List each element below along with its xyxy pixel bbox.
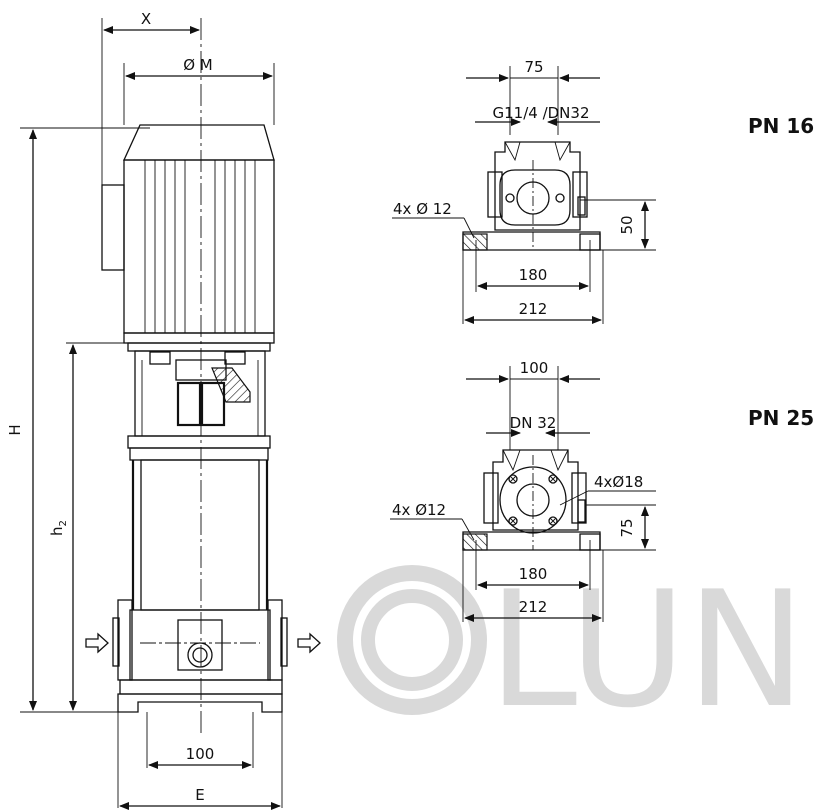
middle-plate (127, 435, 271, 449)
pn16-port-right (572, 171, 588, 218)
pn25-180-label: 180 (519, 565, 548, 583)
pump-foot (117, 693, 283, 713)
m-dimension-label: Ø M (183, 56, 213, 74)
pn16-holes-label: 4x Ø 12 (393, 200, 452, 218)
e-dimension-label: E (195, 786, 204, 804)
inlet-arrow-icon (85, 632, 109, 654)
motor-cap (122, 124, 275, 161)
motor-flange (123, 332, 275, 344)
motor-body (123, 159, 275, 334)
pn25-holes-leader-tip (461, 518, 475, 541)
pn25-75-label: 75 (618, 518, 636, 537)
pn16-oval-flange (499, 169, 571, 226)
x-dimension-label: X (141, 10, 151, 28)
watermark-ring-inner (361, 589, 463, 691)
pn16-top-view: PN 16 75 G11/4 /DN32 4x Ø 12 (392, 58, 814, 324)
pn16-port-left (487, 171, 503, 218)
middle-plate-lower (129, 447, 269, 461)
pn16-180-label: 180 (519, 266, 548, 284)
h-dimension-label: H (6, 424, 24, 435)
coupling-guard (211, 367, 251, 403)
pn25-flange-bolts (508, 474, 558, 526)
pn16-thread-label: G11/4 /DN32 (493, 104, 590, 122)
pn16-212-label: 212 (519, 300, 548, 318)
pump-front-view: X Ø M H h2 100 E (6, 10, 321, 810)
pn25-top-view: PN 25 100 DN 32 (390, 359, 814, 622)
pn25-label: PN 25 (748, 406, 814, 430)
drain-plug-inner (192, 647, 208, 663)
pn25-side-lug (577, 499, 586, 523)
pn25-body-ribs (502, 449, 569, 472)
motor-fins (144, 160, 256, 333)
pn25-port-left (483, 472, 499, 524)
coupling-right (200, 381, 226, 427)
adapter-plate (127, 342, 271, 352)
coupling-left (176, 381, 202, 427)
watermark-text: LUN (488, 556, 806, 743)
pn25-100-label: 100 (520, 359, 549, 377)
pn25-foot-hole-left (462, 533, 488, 551)
pn25-port-right (571, 472, 587, 524)
pn25-flange-holes-label: 4xØ18 (594, 473, 643, 491)
pn25-holes-label: 4x Ø12 (392, 501, 446, 519)
pn16-label: PN 16 (748, 114, 814, 138)
pn16-flange-hole-right (555, 193, 565, 203)
drain-boss (177, 619, 223, 671)
pn16-75-label: 75 (524, 58, 543, 76)
lantern-bolt-left (149, 351, 171, 365)
pn16-side-lug (577, 196, 586, 216)
base-100-dimension-label: 100 (186, 745, 215, 763)
inlet-flange-face (112, 617, 120, 667)
pn25-dn-label: DN 32 (510, 414, 557, 432)
pn16-pump-body (494, 141, 581, 231)
pn16-holes-leader-tip (463, 217, 475, 239)
lantern-bolt-right (224, 351, 246, 365)
pump-stages (140, 459, 260, 611)
pn16-foot-hole-left (462, 233, 488, 251)
pn16-50-label: 50 (618, 215, 636, 234)
watermark-logo: LUN (337, 556, 806, 743)
pn25-flange-holes-leader-tip (559, 490, 589, 506)
terminal-box (101, 184, 125, 271)
pn16-body-ribs (504, 141, 571, 162)
drain-plug (187, 642, 213, 668)
outlet-flange-face (280, 617, 288, 667)
h2-dimension-label: h2 (48, 520, 69, 536)
pn16-flange-hole-left (505, 193, 515, 203)
watermark-ring (337, 565, 487, 715)
outlet-arrow-icon (297, 632, 321, 654)
pn25-212-label: 212 (519, 598, 548, 616)
